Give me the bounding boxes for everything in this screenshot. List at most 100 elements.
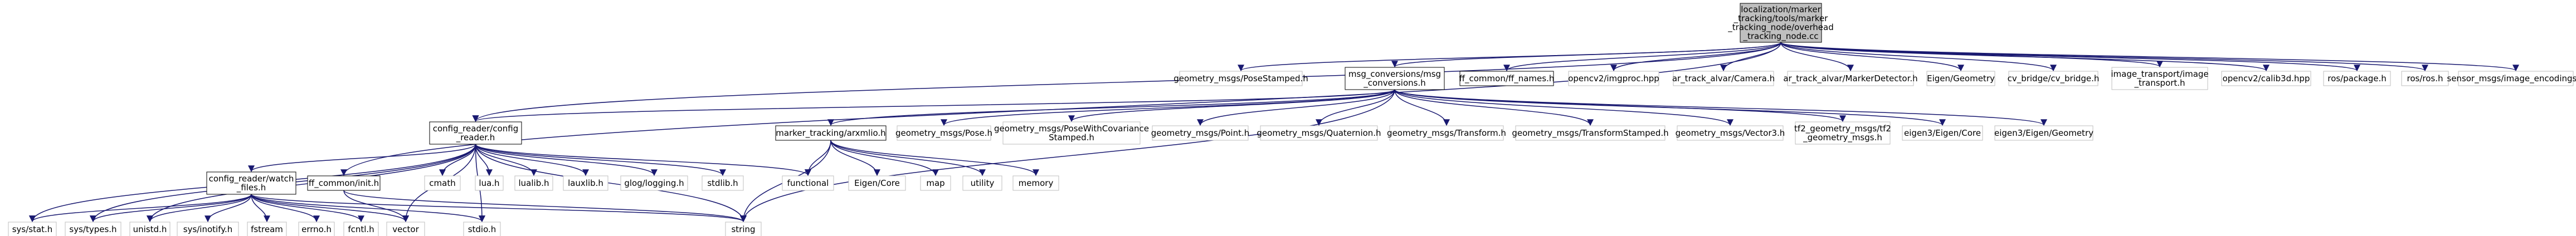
node-utility: utility xyxy=(962,175,1002,191)
node-sys-stat: sys/stat.h xyxy=(8,222,57,236)
node-box xyxy=(1740,3,1822,43)
node-box xyxy=(1002,121,1141,145)
node-lualib: lualib.h xyxy=(514,175,553,191)
node-box xyxy=(620,175,688,191)
node-label: geometry_msgs/TransformStamped.h xyxy=(1512,128,1668,139)
edge-root-to-image_encodings xyxy=(1780,42,2519,72)
node-lauxlib: lauxlib.h xyxy=(563,175,608,191)
node-fstream: fstream xyxy=(247,222,287,236)
edge-watch_files-to-stdio xyxy=(251,194,485,223)
edge-msg_conversions-to-gm_vector3 xyxy=(1394,89,1733,126)
node-box xyxy=(2323,71,2391,86)
edge-ff_init-to-vector xyxy=(343,190,409,223)
node-box xyxy=(897,125,991,141)
edge-msg_conversions-to-eigen3_core xyxy=(1394,89,1946,126)
node-box xyxy=(475,175,504,191)
edge-root-to-ff_names xyxy=(1503,42,1781,72)
node-box xyxy=(1926,71,1995,86)
node-alvar-marker: ar_track_alvar/MarkerDetector.h xyxy=(1783,71,1918,86)
edge-armlmio-to-map xyxy=(830,140,939,176)
node-label: sys/inotify.h xyxy=(183,224,233,234)
node-box xyxy=(1787,71,1914,86)
node-box xyxy=(962,175,1002,191)
node-box xyxy=(1179,71,1303,86)
edge-msg_conversions-to-gm_pose_cov xyxy=(1068,89,1395,122)
node-box xyxy=(563,175,608,191)
node-config-reader[interactable]: config_reader/config_reader.h xyxy=(429,121,522,145)
node-ros-package: ros/package.h xyxy=(2323,71,2391,86)
node-watch-files[interactable]: config_reader/watch_files.h xyxy=(206,171,296,195)
node-box xyxy=(2221,71,2311,86)
node-gm-quat: geometry_msgs/Quaternion.h xyxy=(1257,125,1381,141)
node-box xyxy=(1673,71,1774,86)
node-map: map xyxy=(920,175,951,191)
node-glog: glog/logging.h xyxy=(620,175,688,191)
node-label: opencv2/calib3d.hpp xyxy=(2223,73,2310,83)
node-box xyxy=(725,222,762,236)
node-label: geometry_msgs/PoseWithCovariance xyxy=(994,124,1149,134)
node-box xyxy=(1677,125,1784,141)
node-pose-stamped: geometry_msgs/PoseStamped.h xyxy=(1173,71,1308,86)
node-label: geometry_msgs/Vector3.h xyxy=(1676,128,1785,139)
node-label: map xyxy=(926,178,944,188)
node-label: stdio.h xyxy=(468,224,496,234)
node-root[interactable]: localization/marker_tracking/tools/marke… xyxy=(1727,3,1834,43)
node-label: geometry_msgs/Quaternion.h xyxy=(1257,128,1381,139)
node-box xyxy=(775,125,887,141)
edge-watch_files-to-sys_stat xyxy=(29,194,252,223)
node-label: vector xyxy=(392,224,419,234)
edge-msg_conversions-to-config_reader xyxy=(473,89,1395,122)
node-msg-conversions[interactable]: msg_conversions/msg_conversions.h xyxy=(1345,67,1445,90)
edge-watch_files-to-fstream xyxy=(251,194,270,223)
node-box xyxy=(343,222,379,236)
node-label: lua.h xyxy=(479,178,499,188)
node-vector: vector xyxy=(386,222,425,236)
edge-msg_conversions-to-armlmio xyxy=(827,89,1395,126)
node-label: Stamped.h xyxy=(1049,132,1094,142)
node-label: geometry_msgs/Pose.h xyxy=(895,128,992,139)
node-label: _reader.h xyxy=(456,132,495,143)
node-armlmio[interactable]: marker_tracking/arxmlio.h xyxy=(775,125,887,141)
node-box xyxy=(1152,125,1249,141)
node-box xyxy=(307,175,381,191)
node-gm-pose: geometry_msgs/Pose.h xyxy=(895,125,992,141)
node-image-encodings: sensor_msgs/image_encodings.h xyxy=(2447,71,2576,86)
node-eigen-geometry-top: Eigen/Geometry xyxy=(1926,71,1995,86)
edge-root-to-ros xyxy=(1780,42,2428,72)
node-label: stdlib.h xyxy=(707,178,738,188)
edge-watch_files-to-sys_inotify xyxy=(204,194,252,223)
node-label: _tracking_node/overhead xyxy=(1727,22,1834,33)
node-box xyxy=(1459,71,1554,86)
edge-root-to-image_transport xyxy=(1780,42,2163,68)
node-unistd: unistd.h xyxy=(129,222,171,236)
node-label: functional xyxy=(787,178,829,188)
node-label: msg_conversions/msg xyxy=(1348,69,1441,80)
node-label: sys/stat.h xyxy=(12,224,53,234)
edge-watch_files-to-unistd xyxy=(147,194,252,223)
node-sys-inotify: sys/inotify.h xyxy=(177,222,239,236)
node-ff-names[interactable]: ff_common/ff_names.h xyxy=(1459,71,1555,86)
edge-config_reader-to-watch_files xyxy=(248,144,476,173)
node-stdio: stdio.h xyxy=(463,222,501,236)
node-gm-transform-stamped: geometry_msgs/TransformStamped.h xyxy=(1512,125,1669,141)
edge-config_reader-to-glog xyxy=(475,144,658,176)
edge-msg_conversions-to-gm_transform xyxy=(1394,89,1450,126)
node-box xyxy=(2401,71,2449,86)
edge-root-to-config_reader xyxy=(472,42,1781,122)
edges-layer xyxy=(29,42,2519,223)
node-label: glog/logging.h xyxy=(624,178,684,188)
node-ff-init[interactable]: ff_common/init.h xyxy=(307,175,381,191)
edge-msg_conversions-to-gm_point xyxy=(1197,89,1395,126)
node-label: _conversions.h xyxy=(1363,78,1425,88)
node-eigen3-core: eigen3/Eigen/Core xyxy=(1902,125,1983,141)
node-box xyxy=(1795,121,1891,145)
node-box xyxy=(429,121,522,145)
node-label: _files.h xyxy=(236,183,266,193)
node-gm-point: geometry_msgs/Point.h xyxy=(1151,125,1249,141)
node-box xyxy=(848,175,906,191)
node-box xyxy=(1012,175,1059,191)
node-label: lauxlib.h xyxy=(568,178,603,188)
edge-watch_files-to-sys_types xyxy=(90,194,252,223)
node-gm-vector3: geometry_msgs/Vector3.h xyxy=(1676,125,1785,141)
node-box xyxy=(8,222,57,236)
